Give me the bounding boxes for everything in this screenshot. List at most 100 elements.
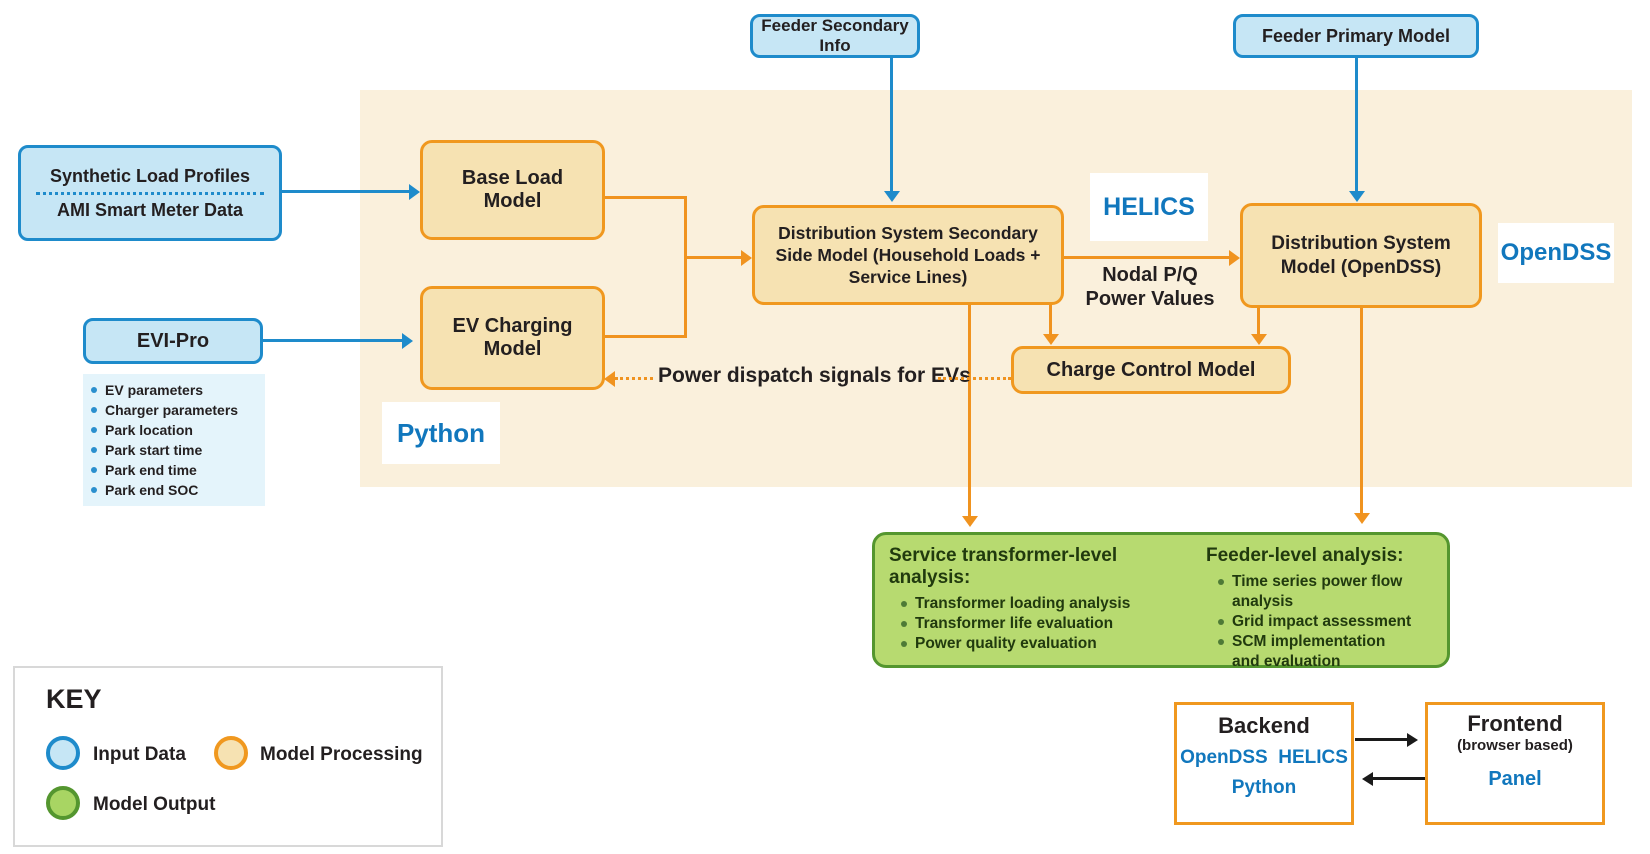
python-label-text: Python: [396, 417, 486, 448]
feeder-analysis-heading: Feeder-level analysis:: [1206, 545, 1404, 566]
bullet-icon: [901, 601, 907, 607]
list-item-label: Park end SOC: [105, 482, 199, 498]
dotted-divider: [36, 191, 264, 195]
bullet-icon: [91, 487, 97, 493]
node-label: Base Load Model: [461, 167, 564, 212]
connector-backend-to-frontend-line: [1355, 738, 1408, 741]
connector-distmodel-to-output-arrowhead: [1354, 513, 1370, 524]
bullet-icon: [901, 641, 907, 647]
list-item-label: Park start time: [105, 442, 203, 458]
list-item-label: SCM implementation and evaluation: [1232, 633, 1386, 670]
connector-distmodel-to-output-line: [1360, 308, 1363, 514]
list-item-label: EV parameters: [105, 382, 204, 398]
connector-feeder-primary-line: [1355, 58, 1358, 192]
list-item: Grid impact assessment: [1218, 612, 1446, 632]
list-item-label: Transformer life evaluation: [915, 615, 1114, 632]
node-label: Distribution System Secondary Side Model…: [775, 223, 1041, 287]
bullet-icon: [1218, 619, 1224, 625]
connector-feeder-primary-arrowhead: [1349, 191, 1365, 202]
node-synthetic-load-profiles: Synthetic Load Profiles AMI Smart Meter …: [18, 145, 282, 241]
node-label: EVI-Pro: [136, 329, 210, 352]
python-label: Python: [382, 402, 500, 464]
model-processing-swatch: [214, 736, 248, 770]
power-dispatch-label-text: Power dispatch signals for EVs: [658, 364, 971, 387]
node-label: Distribution System Model (OpenDSS): [1271, 232, 1451, 278]
list-item: Park end time: [85, 460, 265, 480]
connector-dispatch-dotted-left: [615, 377, 653, 380]
connector-dispatch-arrowhead: [604, 371, 615, 387]
list-item-label: Time series power flow analysis: [1232, 573, 1403, 610]
node-dist-system-secondary: Distribution System Secondary Side Model…: [752, 205, 1064, 305]
connector-baseload-out-line: [605, 196, 687, 199]
helics-label-text: HELICS: [1103, 192, 1195, 221]
backend-title: Backend: [1218, 713, 1310, 738]
nodal-pq-label-text: Nodal P/Q Power Values: [1085, 264, 1215, 310]
bullet-icon: [901, 621, 907, 627]
bullet-icon: [1218, 639, 1224, 645]
node-label: Charge Control Model: [1046, 358, 1256, 381]
list-item-label: Park end time: [105, 462, 197, 478]
list-item: Charger parameters: [85, 400, 265, 420]
connector-distsec-to-distmodel-line: [1064, 256, 1232, 259]
connector-frontend-to-backend-arrowhead: [1362, 771, 1373, 786]
connector-distsec-to-output-arrowhead: [962, 516, 978, 527]
list-item: Power quality evaluation: [901, 634, 1189, 654]
list-item: Transformer loading analysis: [901, 594, 1189, 614]
connector-merge-vertical-line: [684, 196, 687, 338]
connector-distmodel-to-chargecontrol-line: [1257, 308, 1260, 335]
model-output-swatch: [46, 786, 80, 820]
model-output-label: Model Output: [93, 794, 216, 815]
connector-merge-to-distsec-arrowhead: [741, 249, 752, 266]
connector-distsec-to-output-line: [968, 305, 971, 517]
node-backend: Backend OpenDSS HELICS Python: [1174, 702, 1354, 825]
node-base-load-model: Base Load Model: [420, 140, 605, 240]
connector-synthetic-to-baseload-arrowhead: [409, 183, 420, 200]
node-ev-charging-model: EV Charging Model: [420, 286, 605, 390]
connector-backend-to-frontend-arrowhead: [1407, 732, 1418, 747]
backend-tech-row: OpenDSS HELICS: [1177, 747, 1351, 769]
bullet-icon: [91, 427, 97, 433]
node-feeder-secondary-info: Feeder Secondary Info: [750, 14, 920, 58]
connector-evipro-to-evcharging-arrowhead: [402, 332, 413, 349]
list-item-label: Charger parameters: [105, 402, 239, 418]
service-analysis-heading: Service transformer-level analysis:: [889, 545, 1118, 588]
bullet-icon: [91, 467, 97, 473]
input-data-swatch: [46, 736, 80, 770]
list-item: Park start time: [85, 440, 265, 460]
node-label-line2: AMI Smart Meter Data: [56, 199, 244, 220]
feeder-analysis-column: Feeder-level analysis: Time series power…: [1206, 545, 1446, 672]
node-model-output: Service transformer-level analysis: Tran…: [872, 532, 1450, 670]
list-item-label: Grid impact assessment: [1232, 613, 1412, 630]
list-item: Transformer life evaluation: [901, 614, 1189, 634]
opendss-label: OpenDSS: [1498, 223, 1614, 283]
node-charge-control-model: Charge Control Model: [1011, 346, 1291, 394]
connector-dispatch-dotted-right: [938, 377, 1011, 380]
node-label: Feeder Primary Model: [1261, 25, 1451, 46]
connector-evcharging-out-line: [605, 335, 687, 338]
connector-merge-to-distsec-line: [684, 256, 742, 259]
bullet-icon: [91, 447, 97, 453]
power-dispatch-label: Power dispatch signals for EVs: [658, 364, 971, 388]
connector-evipro-to-evcharging-line: [263, 339, 403, 342]
backend-tech-helics: HELICS: [1278, 747, 1348, 768]
list-item: EV parameters: [85, 380, 265, 400]
backend-tech-python: Python: [1231, 777, 1297, 798]
connector-feeder-secondary-line: [890, 58, 893, 192]
bullet-icon: [91, 387, 97, 393]
bullet-icon: [1218, 579, 1224, 585]
evi-parameter-list: EV parameters Charger parameters Park lo…: [83, 374, 265, 506]
frontend-tech-panel: Panel: [1488, 768, 1542, 790]
node-dist-system-model: Distribution System Model (OpenDSS): [1240, 203, 1482, 308]
list-item-label: Park location: [105, 422, 193, 438]
connector-distmodel-to-chargecontrol-arrowhead: [1251, 334, 1267, 345]
node-frontend: Frontend (browser based) Panel: [1425, 702, 1605, 825]
opendss-label-text: OpenDSS: [1500, 239, 1612, 266]
connector-feeder-secondary-arrowhead: [884, 191, 900, 202]
node-label: Feeder Secondary Info: [761, 16, 909, 55]
key-title: KEY: [46, 684, 102, 714]
nodal-pq-label: Nodal P/Q Power Values: [1072, 263, 1228, 311]
frontend-title: Frontend: [1467, 711, 1563, 736]
node-evi-pro: EVI-Pro: [83, 318, 263, 364]
list-item: Park location: [85, 420, 265, 440]
connector-distsec-to-distmodel-arrowhead: [1229, 249, 1240, 266]
